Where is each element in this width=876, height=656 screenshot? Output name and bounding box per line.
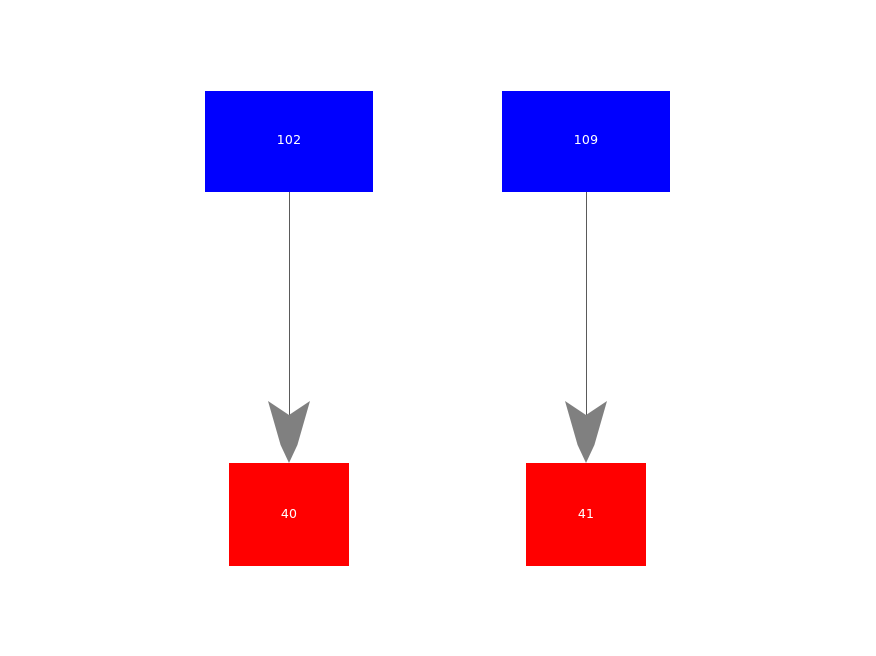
arrowhead-icon xyxy=(268,401,310,463)
node-label: 41 xyxy=(577,506,595,521)
arrowhead-icon xyxy=(565,401,607,463)
node-n109[interactable]: 109 xyxy=(502,91,670,192)
edge-e102-40 xyxy=(268,192,310,463)
node-n102[interactable]: 102 xyxy=(205,91,373,192)
node-label: 102 xyxy=(276,132,302,147)
node-n41[interactable]: 41 xyxy=(526,463,646,566)
node-n40[interactable]: 40 xyxy=(229,463,349,566)
node-label: 40 xyxy=(280,506,298,521)
edge-e109-41 xyxy=(565,192,607,463)
node-label: 109 xyxy=(573,132,599,147)
